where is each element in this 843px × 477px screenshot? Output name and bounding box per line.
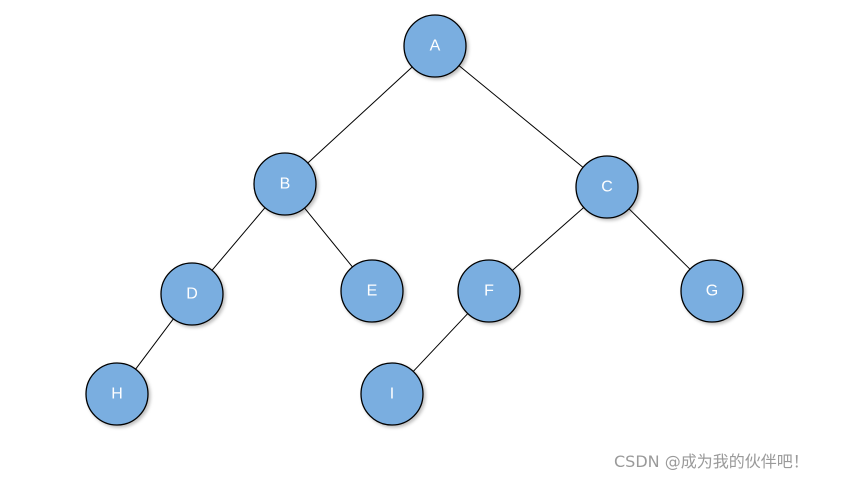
edge-c-f [511, 207, 585, 271]
tree-node-h: H [85, 362, 149, 426]
node-circle-f [457, 259, 521, 323]
tree-node-a: A [403, 14, 467, 78]
tree-node-b: B [253, 152, 317, 216]
csdn-watermark: CSDN @成为我的伙伴吧！ [614, 452, 809, 471]
node-label-f: F [484, 283, 494, 300]
edge-b-e [304, 207, 353, 268]
node-label-i: I [390, 386, 394, 403]
edge-a-b [307, 66, 413, 164]
node-circle-i [360, 362, 424, 426]
edge-f-i [412, 313, 469, 372]
node-label-h: H [111, 386, 123, 403]
edge-d-h [135, 318, 174, 370]
node-circle-a [403, 14, 467, 78]
node-label-d: D [186, 286, 198, 303]
tree-node-i: I [360, 362, 424, 426]
nodes-layer: A B C D E F G H I [85, 14, 744, 426]
node-label-b: B [280, 176, 291, 193]
tree-node-f: F [457, 259, 521, 323]
tree-node-d: D [160, 262, 224, 326]
edge-c-g [628, 208, 691, 270]
node-label-a: A [430, 38, 441, 55]
node-circle-d [160, 262, 224, 326]
node-circle-e [340, 259, 404, 323]
edges-layer [135, 65, 691, 372]
node-label-g: G [706, 283, 718, 300]
node-circle-b [253, 152, 317, 216]
node-label-c: C [601, 179, 613, 196]
edge-a-c [458, 65, 584, 168]
edge-b-d [211, 207, 266, 271]
tree-node-e: E [340, 259, 404, 323]
node-label-e: E [367, 283, 378, 300]
node-circle-c [575, 155, 639, 219]
tree-node-g: G [680, 259, 744, 323]
tree-node-c: C [575, 155, 639, 219]
node-circle-g [680, 259, 744, 323]
node-circle-h [85, 362, 149, 426]
